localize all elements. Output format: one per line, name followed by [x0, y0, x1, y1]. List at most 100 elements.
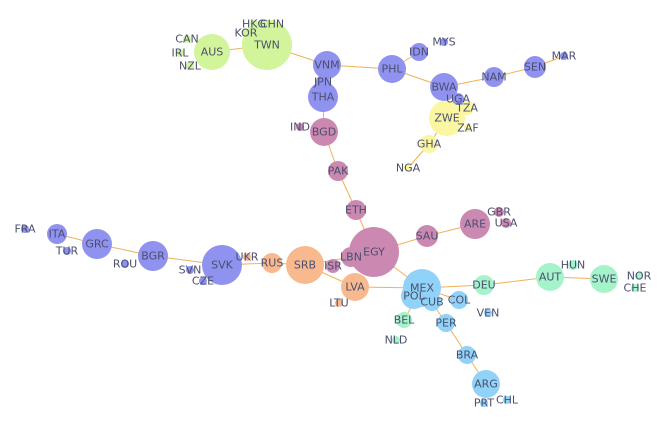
node-gbr[interactable] — [494, 207, 504, 217]
node-label-rus: RUS — [261, 257, 284, 270]
node-tza[interactable] — [460, 101, 474, 115]
node-nam[interactable] — [484, 67, 504, 87]
node-label-cub: CUB — [420, 296, 443, 309]
node-rus[interactable] — [262, 253, 282, 273]
node-svk[interactable] — [202, 245, 242, 285]
node-label-tur: TUR — [55, 245, 79, 258]
node-svn[interactable] — [186, 266, 194, 274]
node-cze[interactable] — [199, 277, 207, 285]
node-label-col: COL — [448, 294, 471, 307]
node-fra[interactable] — [21, 225, 29, 233]
node-label-jpn: JPN — [313, 76, 332, 89]
node-prt[interactable] — [480, 399, 488, 407]
node-label-nor: NOR — [627, 270, 652, 283]
node-bgr[interactable] — [138, 241, 168, 271]
node-sen[interactable] — [524, 56, 546, 78]
node-label-irl: IRL — [171, 47, 189, 60]
node-nor[interactable] — [635, 272, 643, 280]
node-arg[interactable] — [472, 370, 500, 398]
node-label-grc: GRC — [85, 238, 109, 251]
node-zwe[interactable] — [429, 100, 465, 136]
node-lbn[interactable] — [341, 247, 361, 267]
node-label-eth: ETH — [345, 204, 367, 217]
node-tur[interactable] — [63, 247, 71, 255]
node-idn[interactable] — [410, 43, 428, 61]
node-label-hun: HUN — [561, 259, 586, 272]
node-ita[interactable] — [47, 224, 67, 244]
node-label-isr: ISR — [324, 260, 342, 273]
node-lva[interactable] — [341, 273, 369, 301]
node-ven[interactable] — [484, 309, 492, 317]
node-label-kor: KOR — [235, 27, 258, 40]
node-deu[interactable] — [474, 275, 494, 295]
node-label-prt: PRT — [474, 397, 494, 410]
node-ukr[interactable] — [243, 253, 251, 261]
node-label-pak: PAK — [328, 165, 349, 178]
node-usa[interactable] — [501, 218, 511, 228]
node-label-egy: EGY — [363, 246, 385, 259]
node-pol[interactable] — [401, 283, 427, 309]
node-col[interactable] — [450, 291, 468, 309]
node-che[interactable] — [631, 284, 639, 292]
node-label-tza: TZA — [455, 102, 478, 115]
node-label-aut: AUT — [539, 271, 562, 284]
node-jpn[interactable] — [316, 75, 330, 89]
node-gha[interactable] — [420, 135, 438, 153]
node-bwa[interactable] — [430, 73, 458, 101]
node-tha[interactable] — [308, 82, 338, 112]
node-per[interactable] — [437, 314, 455, 332]
node-bel[interactable] — [396, 312, 412, 328]
node-aut[interactable] — [536, 263, 564, 291]
node-chl[interactable] — [503, 396, 511, 404]
node-nzl[interactable] — [186, 62, 194, 70]
node-ltu[interactable] — [335, 299, 343, 307]
node-uga[interactable] — [452, 93, 464, 105]
node-label-svk: SVK — [211, 259, 234, 272]
node-bgd[interactable] — [310, 118, 338, 146]
node-swe[interactable] — [590, 265, 618, 293]
node-twn[interactable] — [242, 20, 292, 70]
node-label-chn: CHN — [260, 18, 284, 31]
node-label-ind: IND — [290, 121, 310, 134]
node-phl[interactable] — [378, 55, 406, 83]
node-hun[interactable] — [568, 260, 578, 270]
node-label-ltu: LTU — [329, 297, 348, 310]
node-label-vnm: VNM — [314, 59, 339, 72]
node-can[interactable] — [183, 35, 191, 43]
node-grc[interactable] — [82, 229, 112, 259]
node-isr[interactable] — [326, 259, 340, 273]
node-nga[interactable] — [404, 164, 412, 172]
node-rou[interactable] — [121, 260, 129, 268]
node-cub[interactable] — [423, 293, 441, 311]
node-label-rou: ROU — [113, 258, 137, 271]
node-mar[interactable] — [560, 52, 568, 60]
node-label-sen: SEN — [524, 61, 546, 74]
node-eth[interactable] — [346, 200, 366, 220]
node-label-nzl: NZL — [179, 60, 202, 73]
node-label-arg: ARG — [474, 378, 498, 391]
node-kor[interactable] — [242, 29, 250, 37]
node-label-nam: NAM — [481, 71, 506, 84]
node-label-svn: SVN — [179, 264, 202, 277]
node-layer — [21, 20, 643, 407]
node-nld[interactable] — [392, 336, 400, 344]
node-label-nld: NLD — [385, 334, 408, 347]
node-label-zaf: ZAF — [457, 122, 478, 135]
node-hkg[interactable] — [250, 20, 258, 28]
node-pak[interactable] — [328, 161, 348, 181]
node-sau[interactable] — [416, 225, 438, 247]
node-zaf[interactable] — [464, 124, 472, 132]
node-srb[interactable] — [286, 246, 324, 284]
node-vnm[interactable] — [313, 51, 341, 79]
node-irl[interactable] — [176, 49, 184, 57]
node-are[interactable] — [460, 209, 490, 239]
node-egy[interactable] — [349, 227, 399, 277]
node-mys[interactable] — [440, 38, 448, 46]
node-aus[interactable] — [194, 34, 230, 70]
node-bra[interactable] — [458, 346, 476, 364]
node-label-bgd: BGD — [312, 126, 336, 139]
node-label-swe: SWE — [592, 273, 617, 286]
node-chn[interactable] — [268, 20, 276, 28]
node-ind[interactable] — [296, 123, 304, 131]
node-label-chl: CHL — [496, 394, 519, 407]
